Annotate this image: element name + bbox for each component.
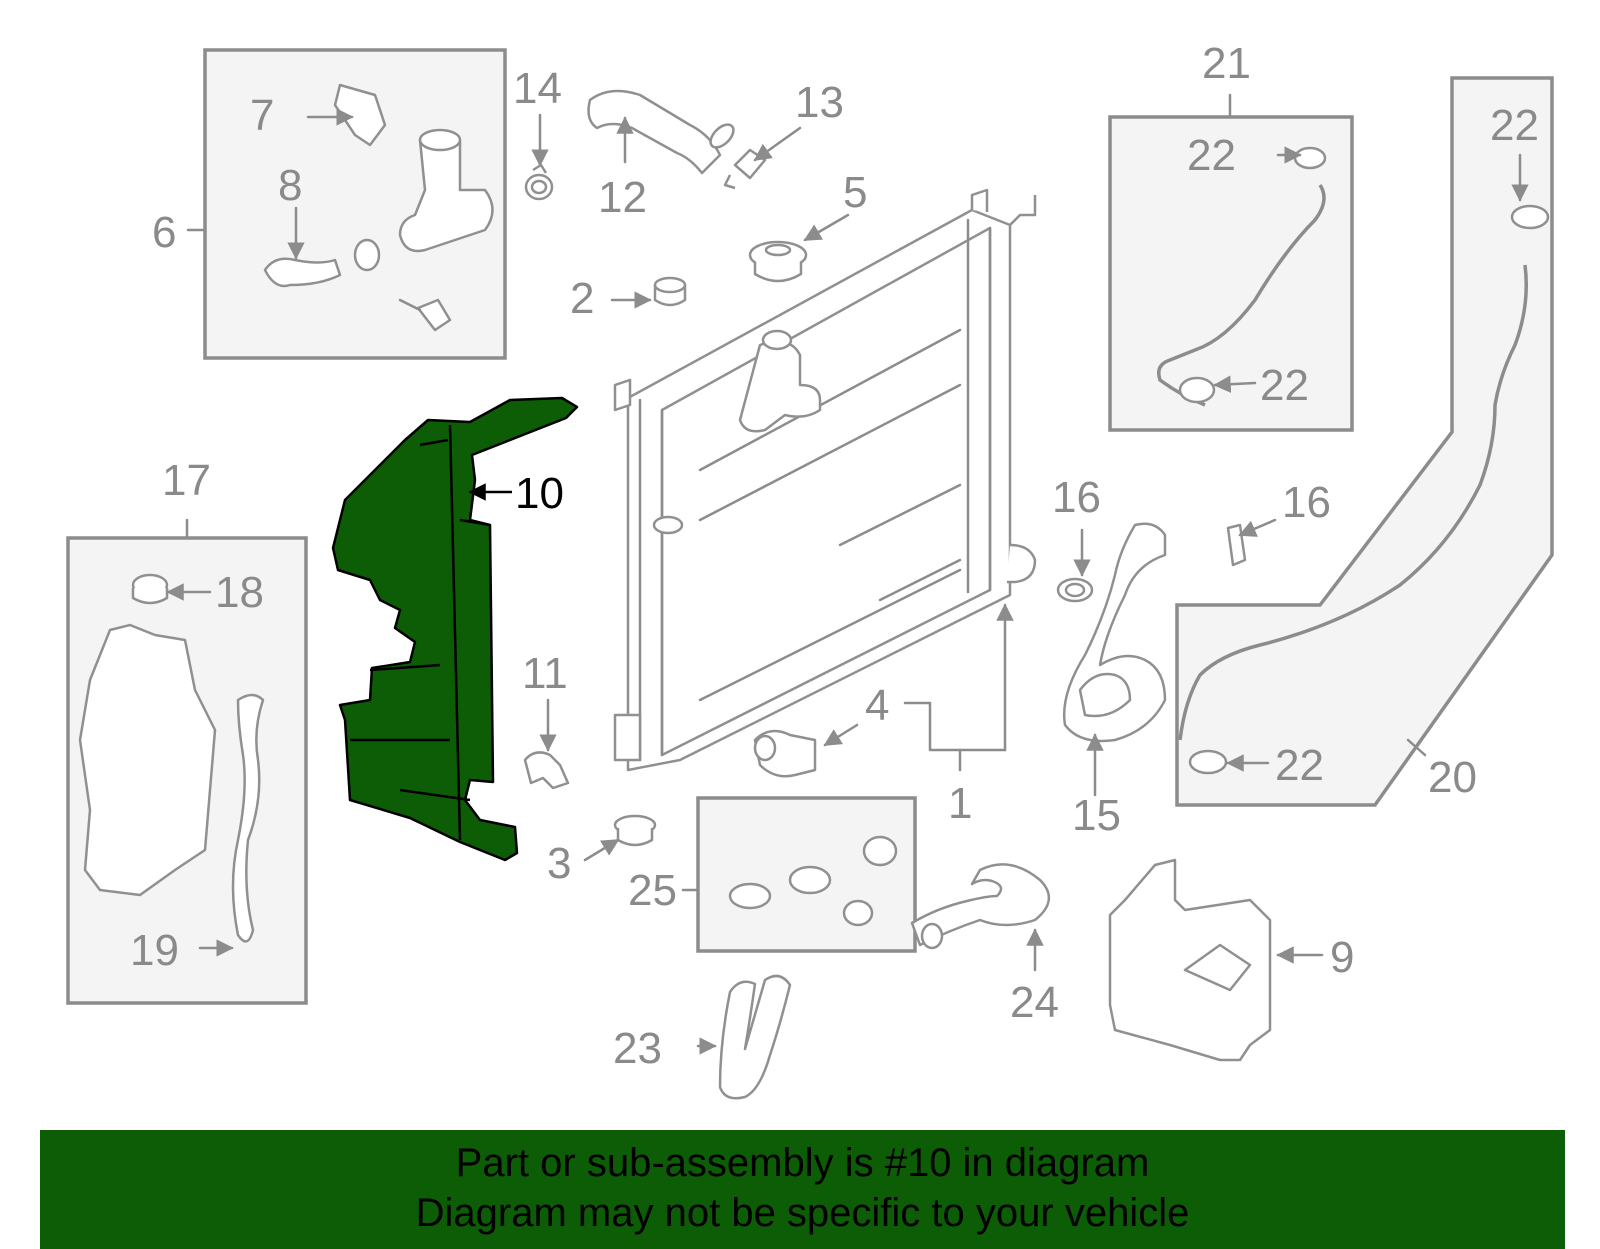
part-17-reservoir: [78, 573, 265, 943]
label-24: 24: [1010, 978, 1059, 1027]
label-22-d: 22: [1275, 741, 1324, 790]
label-1: 1: [948, 779, 972, 828]
label-17: 17: [162, 456, 211, 505]
part-12-hose: [587, 89, 735, 175]
part-5-radiator-cap: [748, 240, 808, 283]
part-11-clip: [523, 751, 570, 790]
footer-line-1: Part or sub-assembly is #10 in diagram: [455, 1141, 1150, 1185]
part-24-hose: [910, 863, 1050, 950]
part-3-bushing: [613, 814, 657, 847]
label-6: 6: [152, 208, 176, 257]
label-4: 4: [865, 681, 889, 730]
footer-banner: Part or sub-assembly is #10 in diagram D…: [40, 1130, 1565, 1249]
label-22-b: 22: [1260, 361, 1309, 410]
radiator: [613, 188, 1037, 772]
part-16-clamp-a: [1056, 577, 1094, 603]
label-7: 7: [250, 91, 274, 140]
group-box-20: [1175, 76, 1554, 807]
label-5: 5: [843, 168, 867, 217]
label-16-a: 16: [1052, 473, 1101, 522]
label-11: 11: [522, 649, 568, 698]
part-23-hose: [718, 974, 792, 1100]
parts-diagram: 7 8 6 14 12 13 5 2 21 22 22 22 22 10 17 …: [66, 39, 1554, 1100]
part-16-clamp-b: [1226, 523, 1247, 567]
part-9-bracket: [1108, 858, 1272, 1062]
part-2-plug: [653, 276, 687, 307]
label-8: 8: [278, 161, 302, 210]
label-13: 13: [795, 78, 844, 127]
label-25: 25: [628, 866, 677, 915]
label-3: 3: [547, 839, 571, 888]
label-18: 18: [215, 568, 264, 617]
footer-line-2: Diagram may not be specific to your vehi…: [415, 1191, 1190, 1235]
label-23: 23: [613, 1024, 662, 1073]
label-14: 14: [513, 64, 562, 113]
label-19: 19: [130, 926, 179, 975]
part-14-clamp: [524, 163, 554, 201]
part-20-hose: [1178, 204, 1550, 775]
label-10: 10: [515, 469, 564, 518]
label-16-b: 16: [1282, 478, 1331, 527]
part-4-drain-plug: [753, 729, 817, 778]
label-12: 12: [598, 173, 647, 222]
part-15-hose: [1063, 522, 1167, 743]
label-2: 2: [570, 274, 594, 323]
label-22-a: 22: [1187, 131, 1236, 180]
part-6-thermostat-housing: [263, 83, 494, 332]
part-10-air-deflector: [331, 396, 579, 862]
label-15: 15: [1072, 791, 1121, 840]
label-22-c: 22: [1490, 101, 1539, 150]
part-25-clamps: [728, 835, 898, 927]
label-20: 20: [1428, 753, 1477, 802]
label-9: 9: [1330, 933, 1354, 982]
label-21: 21: [1202, 39, 1251, 88]
